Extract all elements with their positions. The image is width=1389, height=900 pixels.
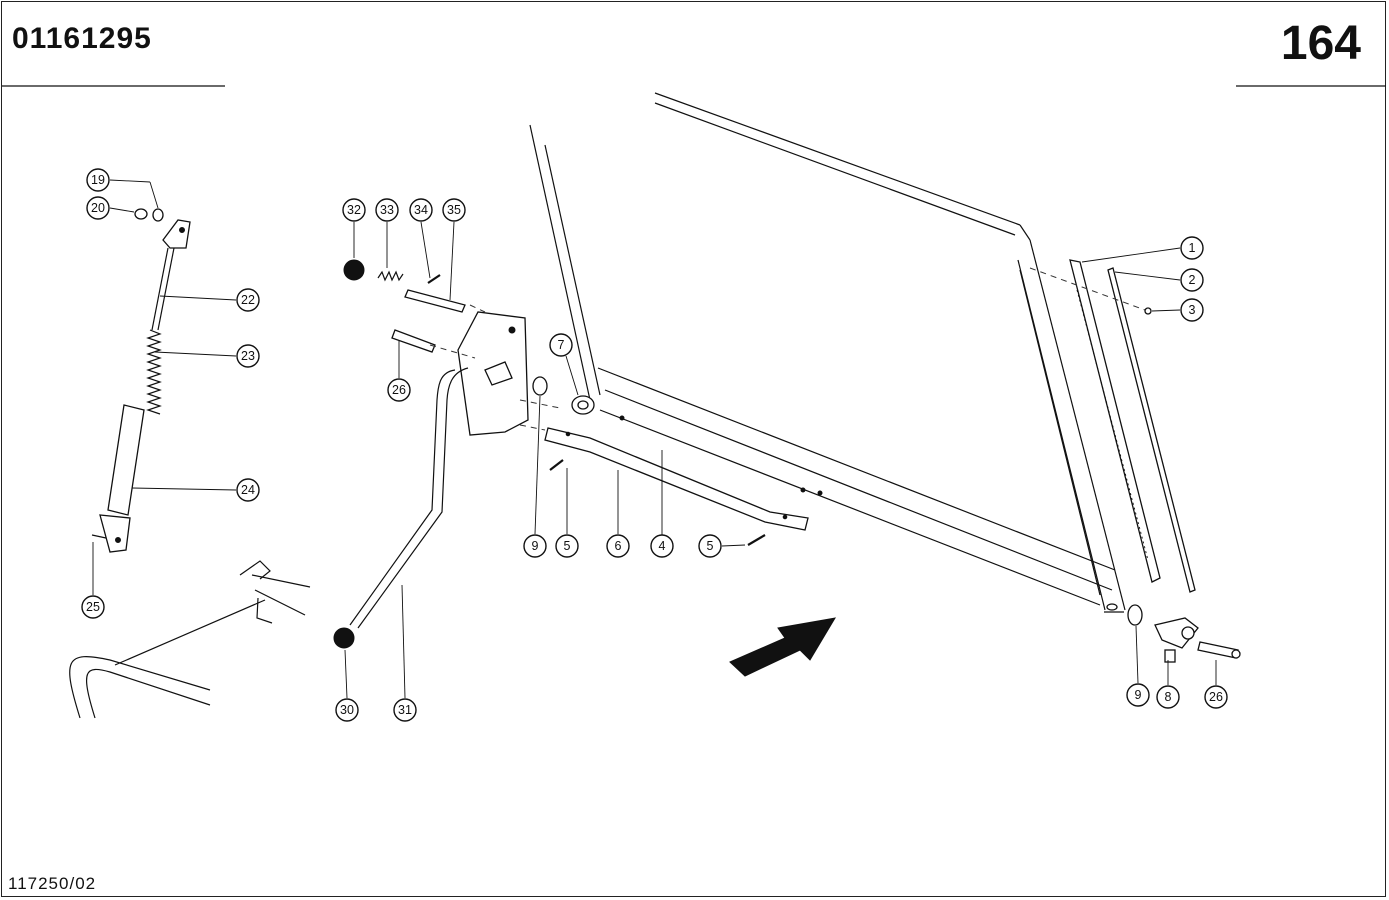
- machine-context-sketch: [69, 560, 311, 719]
- callout-1: 1: [1180, 236, 1204, 260]
- callout-26a: 26: [387, 378, 411, 402]
- seal-strip-1: [1069, 259, 1161, 583]
- callout-9a: 9: [523, 534, 547, 558]
- callout-5b: 5: [698, 534, 722, 558]
- main-frame: [529, 92, 1126, 613]
- callout-23: 23: [236, 344, 260, 368]
- callout-22: 22: [236, 288, 260, 312]
- document-number: 01161295: [12, 22, 152, 55]
- svg-text:30: 30: [340, 703, 354, 717]
- callout-33: 33: [375, 198, 399, 222]
- callout-5a: 5: [555, 534, 579, 558]
- callout-8: 8: [1156, 685, 1180, 709]
- svg-text:9: 9: [532, 539, 539, 553]
- leader-lines: [92, 179, 1217, 699]
- svg-text:32: 32: [347, 203, 361, 217]
- drawing-number: 117250/02: [8, 874, 97, 893]
- callout-6: 6: [606, 534, 630, 558]
- svg-text:22: 22: [241, 293, 255, 307]
- shaft-parts: [532, 376, 1241, 663]
- svg-text:31: 31: [398, 703, 412, 717]
- svg-text:4: 4: [659, 539, 666, 553]
- callout-25: 25: [81, 595, 105, 619]
- callout-34: 34: [409, 198, 433, 222]
- callout-24: 24: [236, 478, 260, 502]
- svg-text:23: 23: [241, 349, 255, 363]
- svg-text:19: 19: [91, 173, 105, 187]
- lock-bracket-assembly: [333, 259, 561, 649]
- direction-arrow-icon: [729, 617, 836, 677]
- svg-text:9: 9: [1135, 688, 1142, 702]
- svg-text:26: 26: [392, 383, 406, 397]
- callout-3: 3: [1180, 298, 1204, 322]
- seal-strip-2: [1107, 267, 1196, 593]
- svg-text:26: 26: [1209, 690, 1223, 704]
- svg-text:34: 34: [414, 203, 428, 217]
- svg-text:1: 1: [1189, 241, 1196, 255]
- callout-26b: 26: [1204, 685, 1228, 709]
- page-number: 164: [1280, 17, 1361, 70]
- svg-text:8: 8: [1165, 690, 1172, 704]
- svg-text:25: 25: [86, 600, 100, 614]
- svg-text:24: 24: [241, 483, 255, 497]
- callout-30: 30: [335, 698, 359, 722]
- callout-31: 31: [393, 698, 417, 722]
- callout-2: 2: [1180, 268, 1204, 292]
- callout-20: 20: [86, 196, 110, 220]
- svg-text:33: 33: [380, 203, 394, 217]
- svg-text:7: 7: [558, 338, 565, 352]
- callout-4: 4: [650, 534, 674, 558]
- callout-19: 19: [86, 168, 110, 192]
- gas-spring-assembly: [91, 208, 191, 553]
- svg-text:35: 35: [447, 203, 461, 217]
- callout-32: 32: [342, 198, 366, 222]
- callout-35: 35: [442, 198, 466, 222]
- svg-text:3: 3: [1189, 303, 1196, 317]
- callout-7: 7: [549, 333, 573, 357]
- svg-text:2: 2: [1189, 273, 1196, 287]
- svg-text:5: 5: [564, 539, 571, 553]
- callout-9b: 9: [1126, 683, 1150, 707]
- svg-text:20: 20: [91, 201, 105, 215]
- svg-text:6: 6: [615, 539, 622, 553]
- svg-text:5: 5: [707, 539, 714, 553]
